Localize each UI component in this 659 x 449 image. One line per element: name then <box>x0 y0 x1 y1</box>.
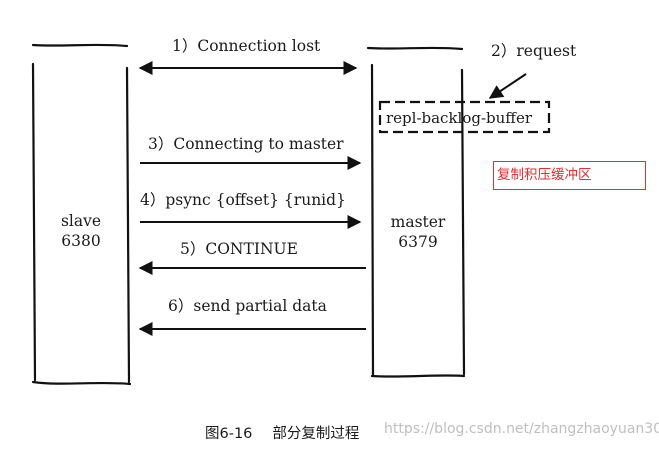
figure-number: 图6-16 <box>205 426 253 442</box>
master-name: master <box>390 213 446 231</box>
slave-name: slave <box>60 212 102 230</box>
step-1-label: 1）Connection lost <box>172 37 321 55</box>
figure-title: 部分复制过程 <box>272 426 360 442</box>
watermark: https://blog.csdn.net/zhangzhaoyuan30 <box>384 421 659 437</box>
step-6-label: 6）send partial data <box>168 297 327 315</box>
master-node-outline <box>366 46 466 378</box>
repl-backlog-buffer-box <box>378 100 551 134</box>
slave-node-label: slave 6380 <box>36 211 126 251</box>
buffer-note-text: 复制积压缓冲区 <box>497 167 592 183</box>
master-port: 6379 <box>398 233 438 251</box>
figure-caption: 图6-16 部分复制过程 <box>205 422 359 443</box>
slave-port: 6380 <box>61 232 101 250</box>
repl-backlog-buffer-label: repl-backlog-buffer <box>386 109 533 127</box>
arrow-request <box>488 73 527 99</box>
slave-node-outline <box>31 43 132 386</box>
buffer-note-box: 复制积压缓冲区 <box>493 161 646 190</box>
master-node-label: master 6379 <box>373 212 463 252</box>
step-5-label: 5）CONTINUE <box>180 240 298 258</box>
step-2-label: 2）request <box>491 42 577 60</box>
step-3-label: 3）Connecting to master <box>148 135 344 153</box>
step-4-label: 4）psync {offset} {runid} <box>140 191 346 209</box>
